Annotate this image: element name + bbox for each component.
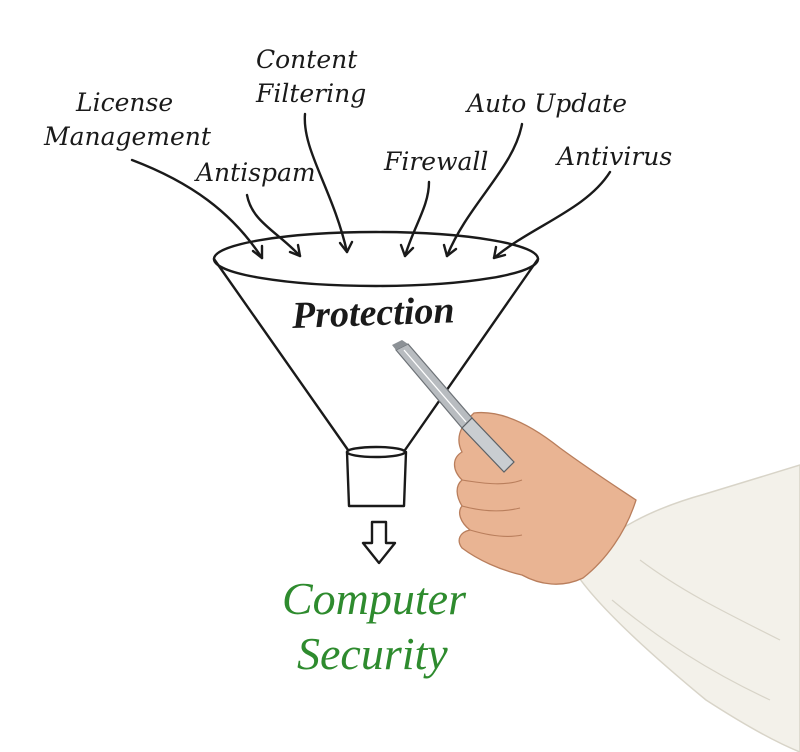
arrow-antivirus: [492, 170, 612, 260]
arrow-antispam: [245, 193, 302, 258]
label-content-filtering: Content Filtering: [255, 45, 366, 108]
label-antispam: Antispam: [194, 158, 316, 187]
funnel-neck: [345, 445, 407, 459]
funnel-left-wall: [212, 257, 350, 452]
funnel: [212, 230, 540, 508]
label-license-management: License Management: [43, 88, 212, 151]
funnel-label: Protection: [290, 289, 455, 337]
funnel-spout: [345, 450, 408, 508]
arrow-firewall: [403, 180, 431, 258]
down-arrow-icon: [361, 520, 397, 565]
label-antivirus: Antivirus: [555, 142, 672, 171]
sleeve: [574, 464, 800, 752]
label-firewall: Firewall: [383, 147, 488, 176]
pen-icon: [392, 340, 515, 473]
funnel-right-wall: [403, 257, 540, 452]
label-auto-update: Auto Update: [465, 89, 627, 118]
arrow-auto-update: [445, 122, 524, 258]
output-label: Computer Security: [282, 573, 478, 679]
